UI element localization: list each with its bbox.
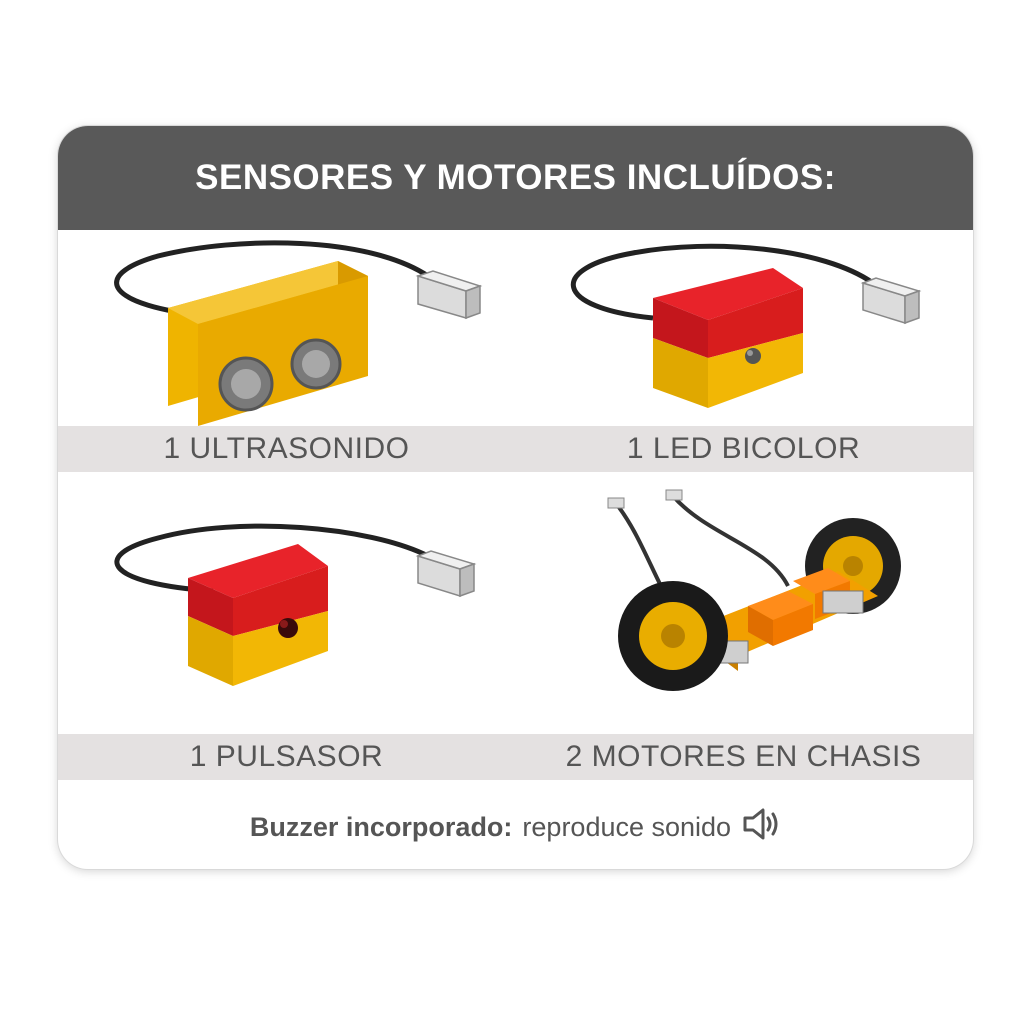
item-label-pulsasor: 1 PULSASOR: [189, 740, 384, 773]
item-label-led-bicolor: 1 LED BICOLOR: [626, 432, 861, 465]
card-title: SENSORES Y MOTORES INCLUÍDOS:: [58, 126, 973, 230]
motor-chassis-image: [607, 489, 901, 691]
buzzer-note: Buzzer incorporado: reproduce sonido: [58, 802, 973, 852]
item-label-ultrasonido: 1 ULTRASONIDO: [163, 432, 410, 465]
bicolor-led-image: [571, 243, 922, 408]
buzzer-label: Buzzer incorporado:: [249, 811, 513, 842]
ultrasonic-sensor-image: [114, 240, 483, 426]
speaker-icon: [741, 806, 781, 849]
pushbutton-image: [114, 523, 477, 686]
components-card: SENSORES Y MOTORES INCLUÍDOS:: [58, 126, 973, 869]
item-label-motores: 2 MOTORES EN CHASIS: [565, 740, 922, 773]
buzzer-description: reproduce sonido: [522, 811, 732, 842]
label-band-top: [58, 426, 973, 472]
label-band-bottom: [58, 734, 973, 780]
